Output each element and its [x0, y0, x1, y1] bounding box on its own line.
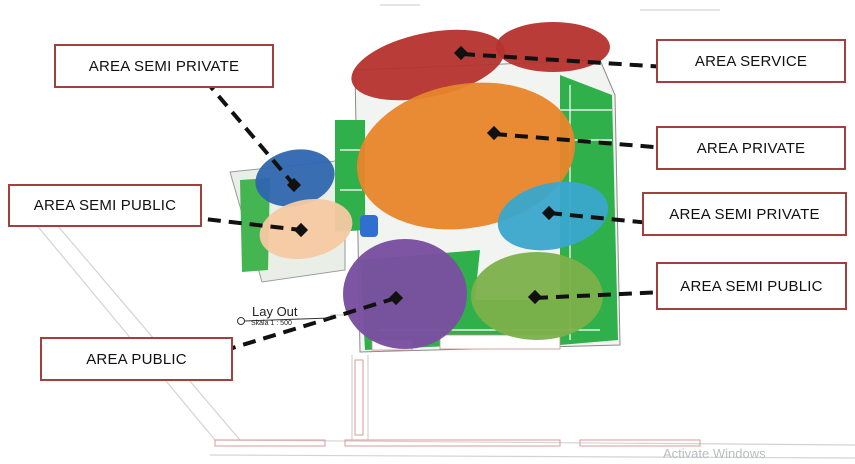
road-strips	[214, 359, 701, 447]
label-area-semi-private-right: AREA SEMI PRIVATE	[642, 192, 847, 236]
layout-title: Lay Out	[252, 304, 298, 319]
leader-semi-private-left	[203, 78, 296, 187]
label-area-semi-private-left: AREA SEMI PRIVATE	[54, 44, 274, 88]
leader-semi-public-right	[534, 290, 665, 300]
label-area-semi-public-left: AREA SEMI PUBLIC	[8, 184, 202, 227]
zone-service-ellipse-right	[496, 22, 610, 72]
zone-service-ellipse-left	[351, 29, 505, 101]
layout-caption-marker	[237, 317, 331, 325]
marker-diamond	[453, 45, 469, 61]
leader-private	[493, 132, 667, 150]
activate-windows-watermark: Activate Windows	[663, 446, 766, 461]
label-area-public: AREA PUBLIC	[40, 337, 233, 381]
leader-service	[461, 52, 667, 69]
marker-diamond	[527, 289, 543, 305]
zones	[255, 22, 610, 349]
zone-public-ellipse	[343, 239, 467, 349]
leader-semi-private-right	[548, 211, 661, 226]
marker-diamond	[541, 205, 557, 221]
leader-semi-public-left	[186, 215, 302, 232]
label-area-semi-public-right: AREA SEMI PUBLIC	[656, 262, 847, 310]
leader-lines	[186, 52, 667, 359]
marker-diamond	[486, 125, 502, 141]
label-area-private: AREA PRIVATE	[656, 126, 846, 170]
leader-public	[202, 296, 397, 359]
layout-scale: Skala 1 : 500	[251, 320, 292, 327]
marker-diamond	[286, 177, 302, 193]
marker-diamond	[388, 290, 404, 306]
zone-private-ellipse	[356, 82, 576, 230]
label-area-service: AREA SERVICE	[656, 39, 846, 83]
marker-diamond	[293, 222, 309, 238]
